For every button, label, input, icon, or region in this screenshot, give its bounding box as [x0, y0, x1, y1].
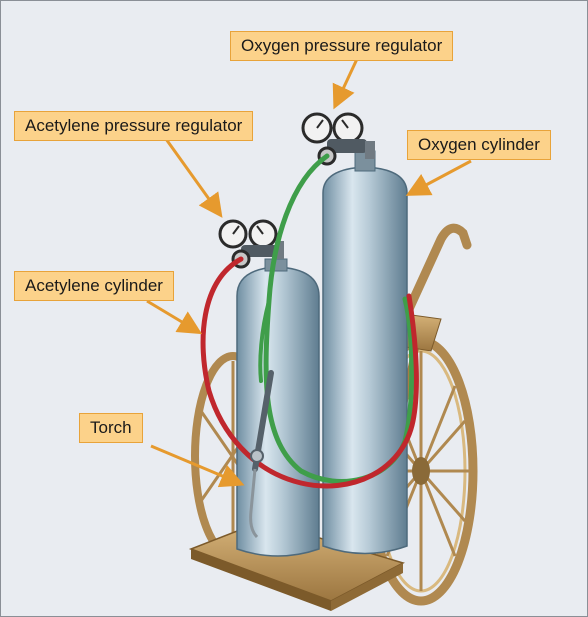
torch-label: Torch [79, 413, 143, 443]
acetylene-cylinder-label: Acetylene cylinder [14, 271, 174, 301]
oxygen-regulator-label: Oxygen pressure regulator [230, 31, 454, 61]
torch-shape [249, 370, 274, 539]
acetylene-cylinder-shape [236, 258, 320, 557]
oxygen-regulator-gauges [301, 112, 375, 166]
oxygen-cylinder-shape [322, 150, 408, 555]
oxygen-cylinder-label: Oxygen cylinder [407, 130, 551, 160]
hoses [200, 153, 419, 489]
leader-lines [146, 58, 472, 488]
acetylene-regulator-label: Acetylene pressure regulator [14, 111, 254, 141]
